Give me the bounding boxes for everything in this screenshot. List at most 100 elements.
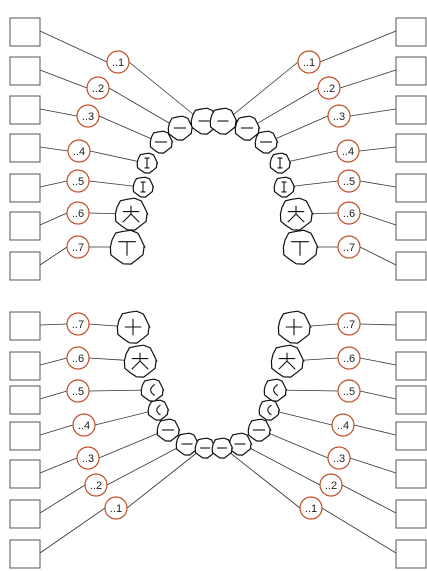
tooth-number-badge xyxy=(66,379,90,403)
left-answer-box[interactable] xyxy=(395,56,427,86)
tooth-number-label: ..7 xyxy=(72,319,84,331)
tooth-outline xyxy=(263,378,288,402)
left-answer-box[interactable] xyxy=(395,459,427,489)
leader-line xyxy=(249,69,397,129)
tooth-groove xyxy=(281,181,287,193)
leader-line xyxy=(39,146,146,164)
tooth-number-label: ..4 xyxy=(78,420,90,432)
tooth-number-badge xyxy=(337,235,361,259)
right-answer-box[interactable] xyxy=(9,385,41,415)
upper-jaw: ..1..1..2..2..3..3..4..4..5..5..6..6..7.… xyxy=(9,17,427,281)
tooth-number-badge xyxy=(66,312,90,336)
tooth-number-label: ..4 xyxy=(337,420,349,432)
tooth-number-label: ..2 xyxy=(90,480,102,492)
tooth-number-badge xyxy=(337,379,361,403)
right-answer-box[interactable] xyxy=(9,133,41,163)
tooth-number-label: ..5 xyxy=(72,386,84,398)
leader-line xyxy=(270,409,397,436)
tooth-groove xyxy=(124,318,142,336)
right-answer-box[interactable] xyxy=(9,421,41,451)
right-answer-box[interactable] xyxy=(9,95,41,125)
lower-jaw: ..7..7..6..6..5..5..4..4..3..3..2..2..1.… xyxy=(9,310,427,569)
tooth-number-label: ..5 xyxy=(72,176,84,188)
tooth-number-badge xyxy=(337,346,361,370)
tooth-number-badge xyxy=(84,473,108,497)
leader-line xyxy=(39,447,204,554)
left-answer-box[interactable] xyxy=(395,133,427,163)
tooth-groove xyxy=(278,352,296,370)
tooth-groove xyxy=(273,384,279,396)
tooth-groove xyxy=(291,241,309,256)
tooth-number-label: ..2 xyxy=(325,480,337,492)
tooth-number-badge xyxy=(106,50,130,74)
tooth-number-badge xyxy=(336,139,360,163)
tooth-groove xyxy=(267,404,272,416)
tooth-groove xyxy=(131,352,149,370)
tooth-number-label: ..3 xyxy=(333,453,345,465)
right-answer-box[interactable] xyxy=(9,17,41,47)
tooth-number-label: ..6 xyxy=(72,353,84,365)
tooth-number-badge xyxy=(319,473,343,497)
tooth-number-badge xyxy=(337,312,361,336)
tooth-number-label: ..1 xyxy=(305,503,317,515)
leader-line xyxy=(277,389,397,400)
leader-line xyxy=(39,108,159,143)
tooth-number-badge xyxy=(337,201,361,225)
tooth-outline xyxy=(258,399,281,421)
tooth-number-label: ..6 xyxy=(343,208,355,220)
left-answer-box[interactable] xyxy=(395,17,427,47)
tooth-number-label: ..5 xyxy=(343,176,355,188)
tooth-number-label: ..6 xyxy=(343,353,355,365)
tooth-number-badge xyxy=(327,104,351,128)
right-answer-box[interactable] xyxy=(9,173,41,203)
tooth-groove xyxy=(287,205,305,223)
tooth-groove xyxy=(156,404,161,416)
tooth-number-badge xyxy=(76,104,100,128)
right-answer-box[interactable] xyxy=(9,251,41,281)
right-answer-box[interactable] xyxy=(9,211,41,241)
tooth-number-badge xyxy=(86,76,110,100)
leader-line xyxy=(225,30,397,122)
leader-line xyxy=(39,429,166,474)
tooth-groove xyxy=(144,157,150,169)
tooth-number-badge xyxy=(297,50,321,74)
tooth-number-badge xyxy=(337,169,361,193)
left-answer-box[interactable] xyxy=(395,421,427,451)
tooth-number-label: ..3 xyxy=(82,111,94,123)
tooth-number-label: ..3 xyxy=(82,453,94,465)
right-answer-box[interactable] xyxy=(9,351,41,381)
right-answer-box[interactable] xyxy=(9,539,41,569)
leader-line xyxy=(39,389,150,400)
tooth-number-label: ..2 xyxy=(92,83,104,95)
left-answer-box[interactable] xyxy=(395,173,427,203)
leader-line xyxy=(223,447,397,554)
left-answer-box[interactable] xyxy=(395,251,427,281)
left-answer-box[interactable] xyxy=(395,499,427,529)
tooth-groove xyxy=(140,181,146,193)
left-answer-box[interactable] xyxy=(395,311,427,341)
tooth-number-badge xyxy=(66,201,90,225)
tooth-number-label: ..7 xyxy=(343,319,355,331)
tooth-number-badge xyxy=(299,496,323,520)
left-answer-box[interactable] xyxy=(395,351,427,381)
left-answer-box[interactable] xyxy=(395,211,427,241)
right-answer-box[interactable] xyxy=(9,311,41,341)
tooth-number-label: ..1 xyxy=(303,57,315,69)
tooth-number-badge xyxy=(66,346,90,370)
right-answer-box[interactable] xyxy=(9,459,41,489)
tooth-number-badge xyxy=(66,235,90,259)
tooth-outline xyxy=(147,399,170,421)
right-answer-box[interactable] xyxy=(9,56,41,86)
left-answer-box[interactable] xyxy=(395,95,427,125)
left-answer-box[interactable] xyxy=(395,385,427,415)
left-answer-box[interactable] xyxy=(395,539,427,569)
tooth-number-label: ..4 xyxy=(342,146,354,158)
tooth-number-badge xyxy=(76,446,100,470)
tooth-groove xyxy=(285,318,303,336)
leader-line xyxy=(39,443,185,514)
tooth-number-label: ..1 xyxy=(112,57,124,69)
tooth-groove xyxy=(122,205,140,223)
right-answer-box[interactable] xyxy=(9,499,41,529)
leader-line xyxy=(39,180,142,188)
